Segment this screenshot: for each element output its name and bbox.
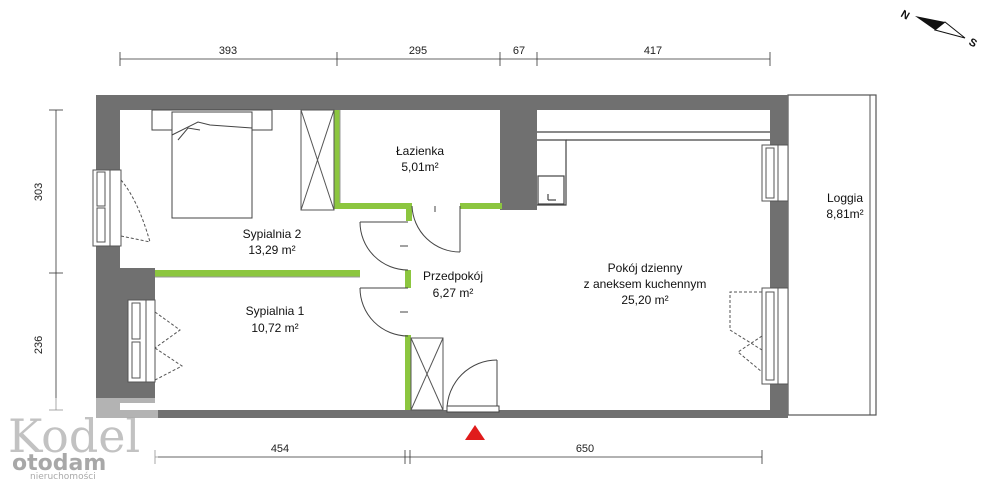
window-bedroom1: [127, 299, 183, 383]
entrance-marker: [465, 425, 485, 440]
room-area-loggia: 8,81m²: [826, 207, 863, 221]
door-bedroom2: [359, 221, 409, 271]
room-name-living: Pokój dzienny: [608, 261, 683, 275]
dim-bottom-2: 650: [576, 443, 594, 455]
room-area-bedroom1: 10,72 m²: [251, 321, 298, 335]
watermark-brand: Kodel: [8, 409, 140, 463]
dim-top-3: 67: [513, 45, 525, 57]
door-entrance: [446, 359, 500, 413]
room-name-bedroom1: Sypialnia 1: [246, 304, 305, 318]
kitchen-counter: [537, 131, 770, 206]
watermark-portal: otodam: [12, 451, 106, 476]
top-dimension-line: [119, 52, 771, 66]
compass-icon: N S: [899, 8, 979, 50]
wardrobe-bedroom2: [300, 109, 335, 211]
room-name-bathroom: Łazienka: [396, 144, 444, 158]
loggia: [787, 94, 877, 416]
bathroom-living-wall: [500, 110, 537, 210]
window-living-upper: [761, 144, 789, 202]
room-name-loggia: Loggia: [827, 191, 863, 205]
green-walls: [155, 110, 502, 410]
room-area-bathroom: 5,01m²: [401, 160, 438, 174]
watermark-sub: nieruchomości: [30, 471, 96, 481]
door-bathroom: [411, 205, 461, 253]
wardrobe-hall: [410, 337, 444, 411]
room-area-living: 25,20 m²: [621, 293, 668, 307]
window-living-lower: [729, 287, 789, 385]
room-name2-living: z aneksem kuchennym: [584, 277, 707, 291]
left-dimension-line: [49, 109, 63, 411]
dim-left-1: 303: [33, 183, 45, 201]
bottom-dimension-line: [154, 450, 763, 464]
compass-n: N: [899, 8, 912, 22]
dim-top-2: 295: [409, 45, 427, 57]
room-name-hall: Przedpokój: [423, 269, 483, 283]
dim-top-4: 417: [644, 45, 662, 57]
watermark-logo: Kodel otodam nieruchomości: [0, 398, 158, 481]
room-area-hall: 6,27 m²: [433, 286, 474, 300]
dim-top-1: 393: [219, 45, 237, 57]
bed: [151, 109, 273, 219]
room-name-bedroom2: Sypialnia 2: [243, 227, 302, 241]
room-area-bedroom2: 13,29 m²: [248, 243, 295, 257]
compass-s: S: [967, 36, 979, 50]
door-bedroom1: [359, 287, 409, 337]
dim-bottom-1: 454: [271, 443, 289, 455]
window-bedroom2: [92, 169, 151, 247]
dim-left-2: 236: [33, 336, 45, 354]
